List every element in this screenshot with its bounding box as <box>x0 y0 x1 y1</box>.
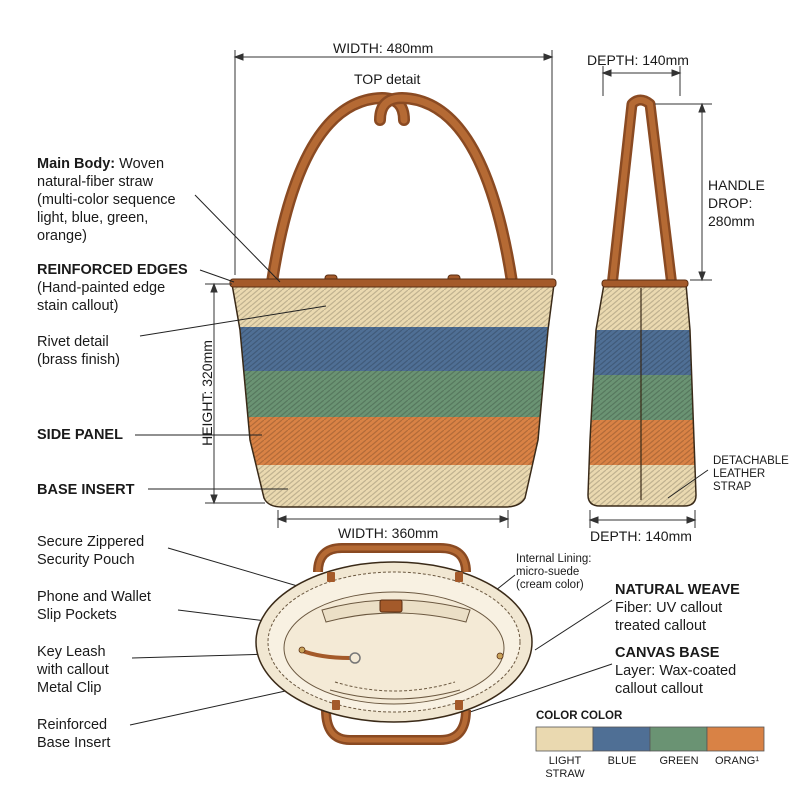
legend-label-green: GREEN <box>659 755 699 767</box>
zip-pull-tab <box>379 599 403 613</box>
side-view <box>587 94 697 507</box>
canvas-base-callout: CANVAS BASE Layer: Wax-coated callout ca… <box>615 645 737 697</box>
legend-title: COLOR COLOR <box>536 710 623 722</box>
main-body-callout: Main Body: Woven natural-fiber straw (mu… <box>37 156 176 244</box>
key-leash-callout: Key Leash with callout Metal Clip <box>37 644 109 696</box>
top-width-label: WIDTH: 480mm <box>333 40 434 56</box>
rivet-callout: Rivet detail (brass finish) <box>37 334 120 368</box>
phone-wallet-callout: Phone and Wallet Slip Pockets <box>37 589 151 623</box>
zip-pouch-callout: Secure Zippered Security Pouch <box>37 534 145 568</box>
reinforced-base-callout: Reinforced Base Insert <box>37 717 111 751</box>
front-view <box>229 91 557 508</box>
key-clip-icon <box>349 652 361 664</box>
lining-callout: Internal Lining: micro-suede (cream colo… <box>516 553 592 591</box>
depth-top-label: DEPTH: 140mm <box>587 52 689 68</box>
swatch-green <box>649 726 708 752</box>
side-panel-label: SIDE PANEL <box>37 427 123 443</box>
swatch-light-straw <box>535 726 594 752</box>
reinforced-edge <box>229 278 557 288</box>
handle-drop-label: HANDLE DROP: 280mm <box>708 177 765 229</box>
swatch-orange <box>706 726 765 752</box>
legend-label-light-straw: LIGHT STRAW <box>545 755 585 780</box>
swatch-blue <box>592 726 651 752</box>
height-label: HEIGHT: 320mm <box>199 340 215 446</box>
strap-label: DETACHABLE LEATHER STRAP <box>713 455 789 493</box>
base-insert-label: BASE INSERT <box>37 482 135 498</box>
reinforced-edges-callout: REINFORCED EDGES (Hand-painted edge stai… <box>37 262 188 314</box>
bottom-width-label: WIDTH: 360mm <box>338 525 439 541</box>
depth-bottom-label: DEPTH: 140mm <box>590 528 692 544</box>
dimension-lines <box>205 50 712 528</box>
color-legend <box>535 726 765 752</box>
interior-view <box>255 543 533 745</box>
top-detail-label: TOP detait <box>354 71 421 87</box>
natural-weave-callout: NATURAL WEAVE Fiber: UV callout treated … <box>615 582 740 634</box>
legend-label-blue: BLUE <box>607 755 637 767</box>
legend-label-orange: ORANG¹ <box>715 755 759 767</box>
